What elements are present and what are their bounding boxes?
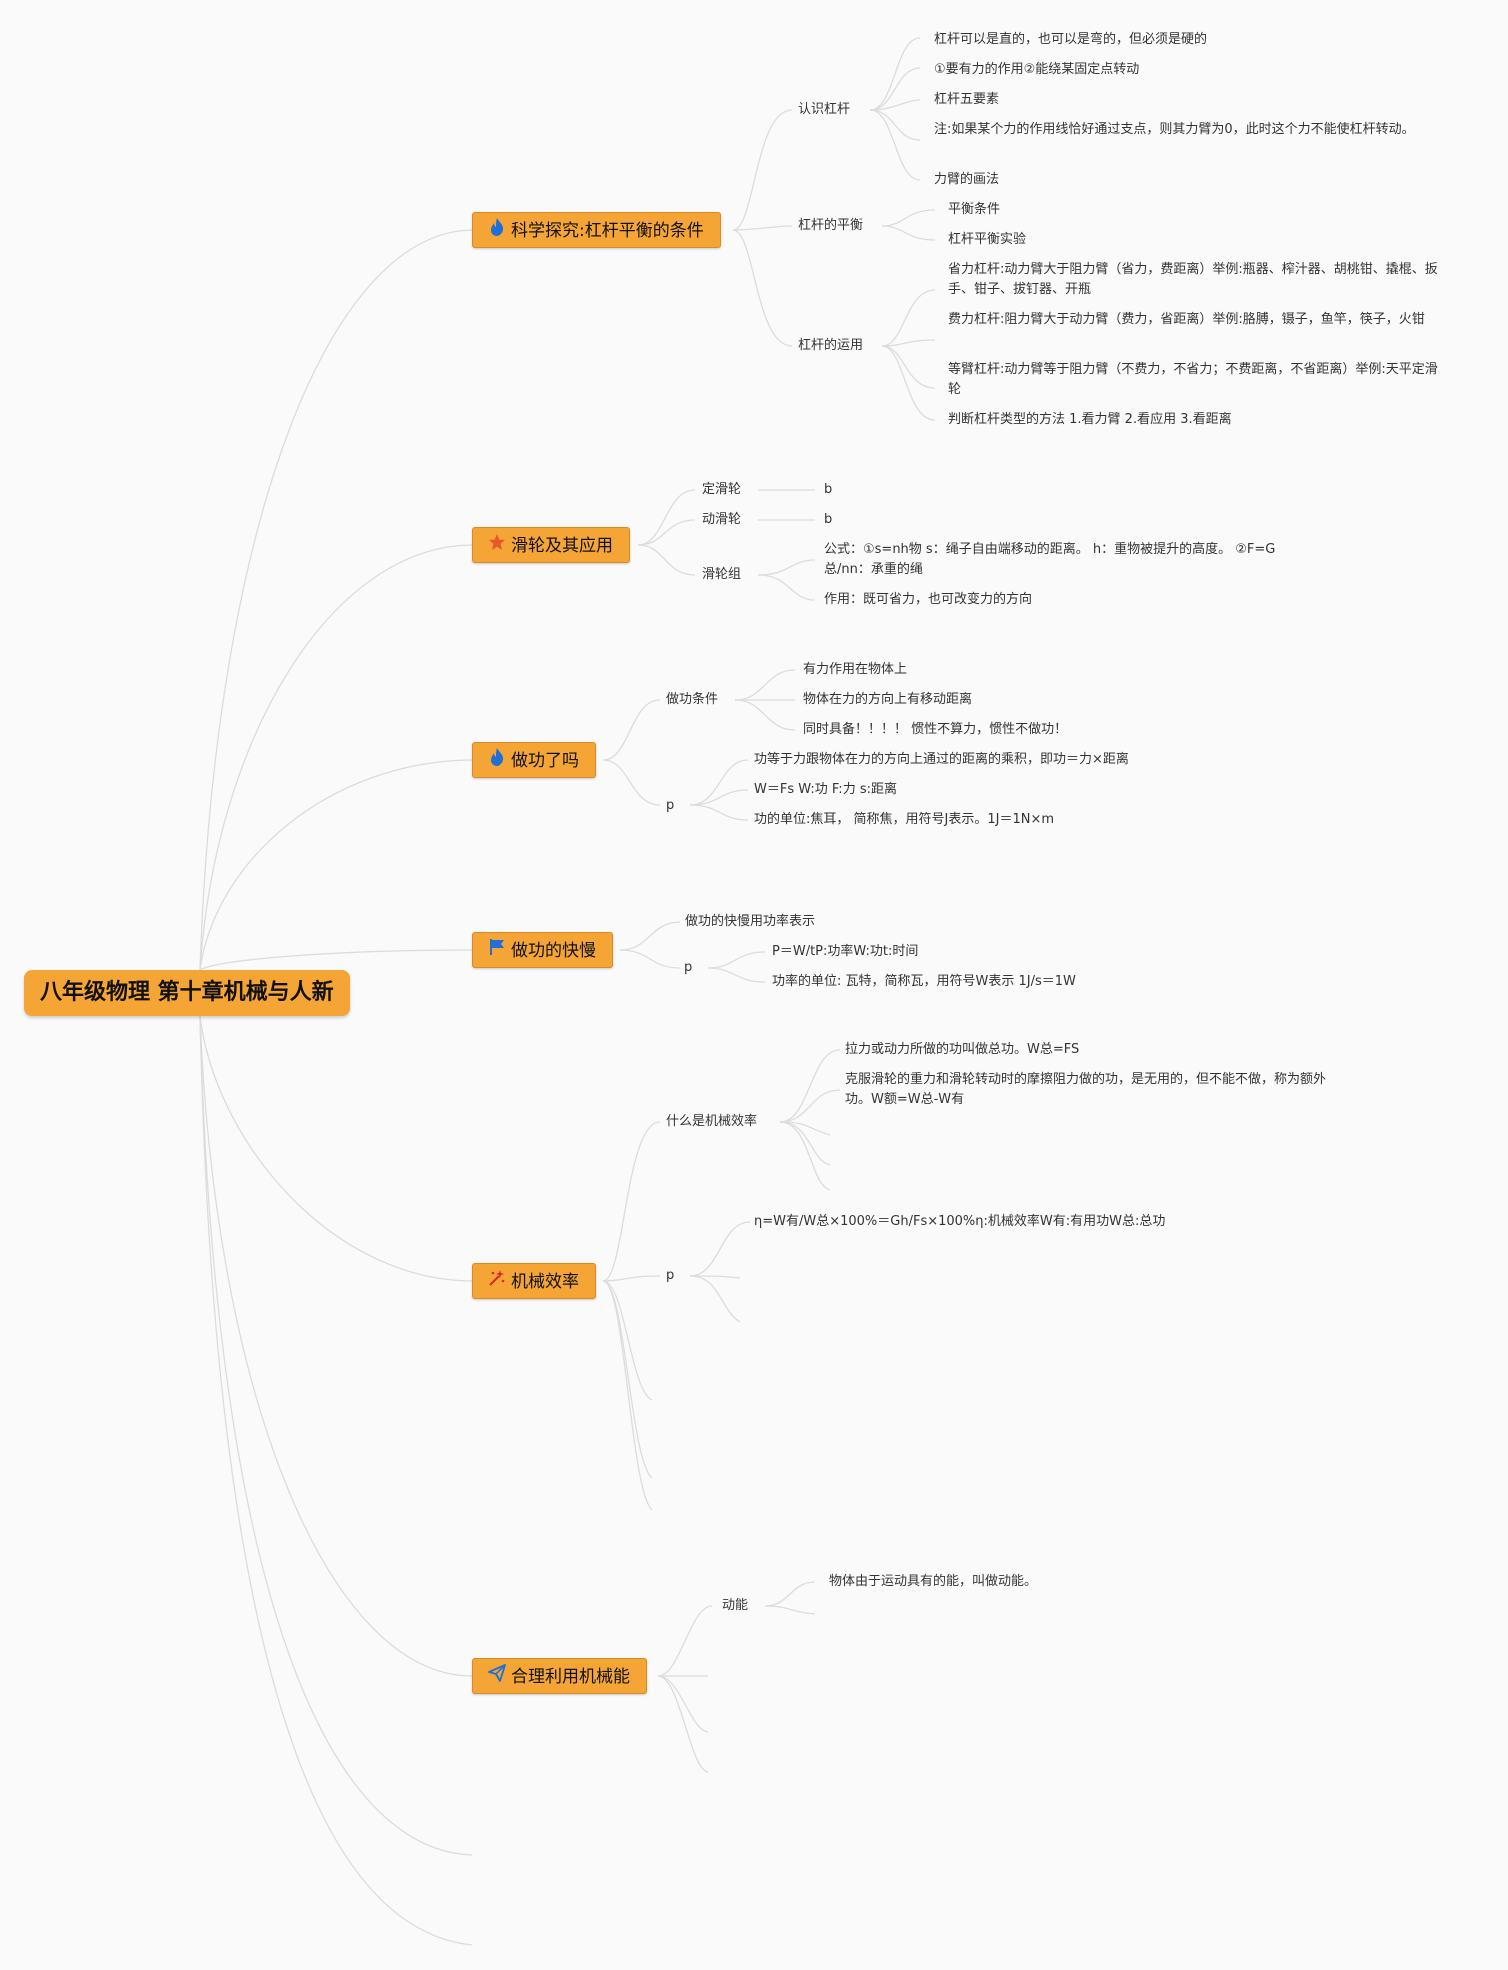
leaf-know-lever-2[interactable]: ①要有力的作用②能绕某固定点转动 (934, 62, 1140, 77)
leaf-work-condition-2[interactable]: 物体在力的方向上有移动距离 (803, 692, 973, 707)
leaf-work-p-3[interactable]: 功的单位:焦耳， 简称焦，用符号J表示。1J＝1N×m (754, 812, 1055, 827)
leaf-balance-2[interactable]: 杠杆平衡实验 (948, 232, 1027, 247)
leaf-what-efficiency-2[interactable]: 克服滑轮的重力和滑轮转动时的摩擦阻力做的功，是无用的，但不能不做，称为额外功。W… (845, 1072, 1327, 1107)
leaf-know-lever-1[interactable]: 杠杆可以是直的，也可以是弯的，但必须是硬的 (934, 32, 1208, 47)
flag-icon (487, 933, 507, 969)
leaf-kinetic-energy-1[interactable]: 物体由于运动具有的能，叫做动能。 (829, 1574, 1038, 1589)
leaf-usage-1[interactable]: 省力杠杆:动力臂大于阻力臂（省力，费距离）举例:瓶器、榨汁器、胡桃钳、撬棍、扳手… (948, 262, 1438, 297)
star-icon (487, 528, 507, 564)
leaf-what-efficiency-1[interactable]: 拉力或动力所做的功叫做总功。W总=FS (845, 1042, 1080, 1057)
leaf-know-lever-3[interactable]: 杠杆五要素 (934, 92, 1000, 107)
link-root-pulley (199, 544, 473, 971)
link-root-extra-2 (199, 1015, 473, 1946)
topic-energy[interactable]: 合理利用机械能 (472, 1658, 647, 1694)
node-power-p[interactable]: p (684, 960, 693, 975)
link-root-energy (199, 1015, 473, 1677)
node-lever-usage[interactable]: 杠杆的运用 (798, 338, 864, 353)
node-kinetic-energy[interactable]: 动能 (722, 1598, 749, 1613)
topic-efficiency[interactable]: 机械效率 (472, 1263, 596, 1299)
node-work-p[interactable]: p (666, 798, 675, 813)
link-root-efficiency (199, 1015, 473, 1282)
node-efficiency-p[interactable]: p (666, 1268, 675, 1283)
topic-pulley-label: 滑轮及其应用 (511, 536, 613, 556)
node-work-condition[interactable]: 做功条件 (666, 692, 719, 707)
leaf-movable-pulley[interactable]: b (824, 512, 833, 527)
node-fixed-pulley[interactable]: 定滑轮 (702, 482, 742, 497)
fire-icon (487, 743, 507, 779)
link-root-work (199, 759, 473, 971)
topic-pulley[interactable]: 滑轮及其应用 (472, 527, 630, 563)
node-know-lever[interactable]: 认识杠杆 (798, 102, 851, 117)
node-lever-balance[interactable]: 杠杆的平衡 (798, 218, 864, 233)
link-root-extra-1 (199, 1015, 473, 1856)
fire-icon (487, 213, 507, 249)
leaf-usage-4[interactable]: 判断杠杆类型的方法 1.看力臂 2.看应用 3.看距离 (948, 412, 1232, 427)
topic-energy-label: 合理利用机械能 (511, 1667, 630, 1687)
topic-efficiency-label: 机械效率 (511, 1272, 579, 1292)
topic-lever[interactable]: 科学探究:杠杆平衡的条件 (472, 212, 721, 248)
root-topic[interactable]: 八年级物理 第十章机械与人新 (24, 970, 350, 1016)
paper-plane-icon (487, 1659, 507, 1695)
node-pulley-group[interactable]: 滑轮组 (702, 567, 742, 582)
leaf-power-p-2[interactable]: 功率的单位: 瓦特，简称瓦，用符号W表示 1J/s＝1W (772, 974, 1076, 989)
topic-lever-label: 科学探究:杠杆平衡的条件 (511, 221, 704, 241)
leaf-work-p-2[interactable]: W＝Fs W:功 F:力 s:距离 (754, 782, 897, 797)
leaf-work-p-1[interactable]: 功等于力跟物体在力的方向上通过的距离的乘积，即功＝力×距离 (754, 752, 1129, 767)
leaf-power-intro[interactable]: 做功的快慢用功率表示 (685, 914, 816, 929)
leaf-efficiency-p-1[interactable]: η=W有/W总×100%＝Gh/Fs×100%η:机械效率W有:有用功W总:总功 (754, 1214, 1166, 1229)
link-root-power (199, 949, 473, 971)
sparkle-icon (487, 1264, 507, 1300)
node-movable-pulley[interactable]: 动滑轮 (702, 512, 742, 527)
leaf-usage-2[interactable]: 费力杠杆:阻力臂大于动力臂（费力，省距离）举例:胳膊，镊子，鱼竿，筷子，火钳 (948, 312, 1425, 327)
leaf-pulley-group-1[interactable]: 公式：①s=nh物 s：绳子自由端移动的距离。 h：重物被提升的高度。 ②F=G… (824, 542, 1276, 577)
node-what-efficiency[interactable]: 什么是机械效率 (666, 1114, 758, 1129)
leaf-pulley-group-2[interactable]: 作用：既可省力，也可改变力的方向 (824, 592, 1033, 607)
leaf-know-lever-5[interactable]: 力臂的画法 (934, 172, 1000, 187)
leaf-balance-1[interactable]: 平衡条件 (948, 202, 1001, 217)
leaf-fixed-pulley[interactable]: b (824, 482, 833, 497)
leaf-usage-3[interactable]: 等臂杠杆:动力臂等于阻力臂（不费力，不省力；不费距离，不省距离）举例:天平定滑轮 (948, 362, 1438, 397)
leaf-know-lever-4[interactable]: 注:如果某个力的作用线恰好通过支点，则其力臂为0，此时这个力不能使杠杆转动。 (934, 122, 1415, 137)
leaf-work-condition-1[interactable]: 有力作用在物体上 (803, 662, 908, 677)
topic-work-label: 做功了吗 (511, 751, 579, 771)
leaf-power-p-1[interactable]: P＝W/tP:功率W:功t:时间 (772, 944, 919, 959)
topic-power-label: 做功的快慢 (511, 941, 596, 961)
topic-power[interactable]: 做功的快慢 (472, 932, 613, 968)
leaf-work-condition-3[interactable]: 同时具备！！！！ 惯性不算力，惯性不做功！ (803, 722, 1068, 737)
link-root-lever (199, 229, 473, 971)
topic-work[interactable]: 做功了吗 (472, 742, 596, 778)
